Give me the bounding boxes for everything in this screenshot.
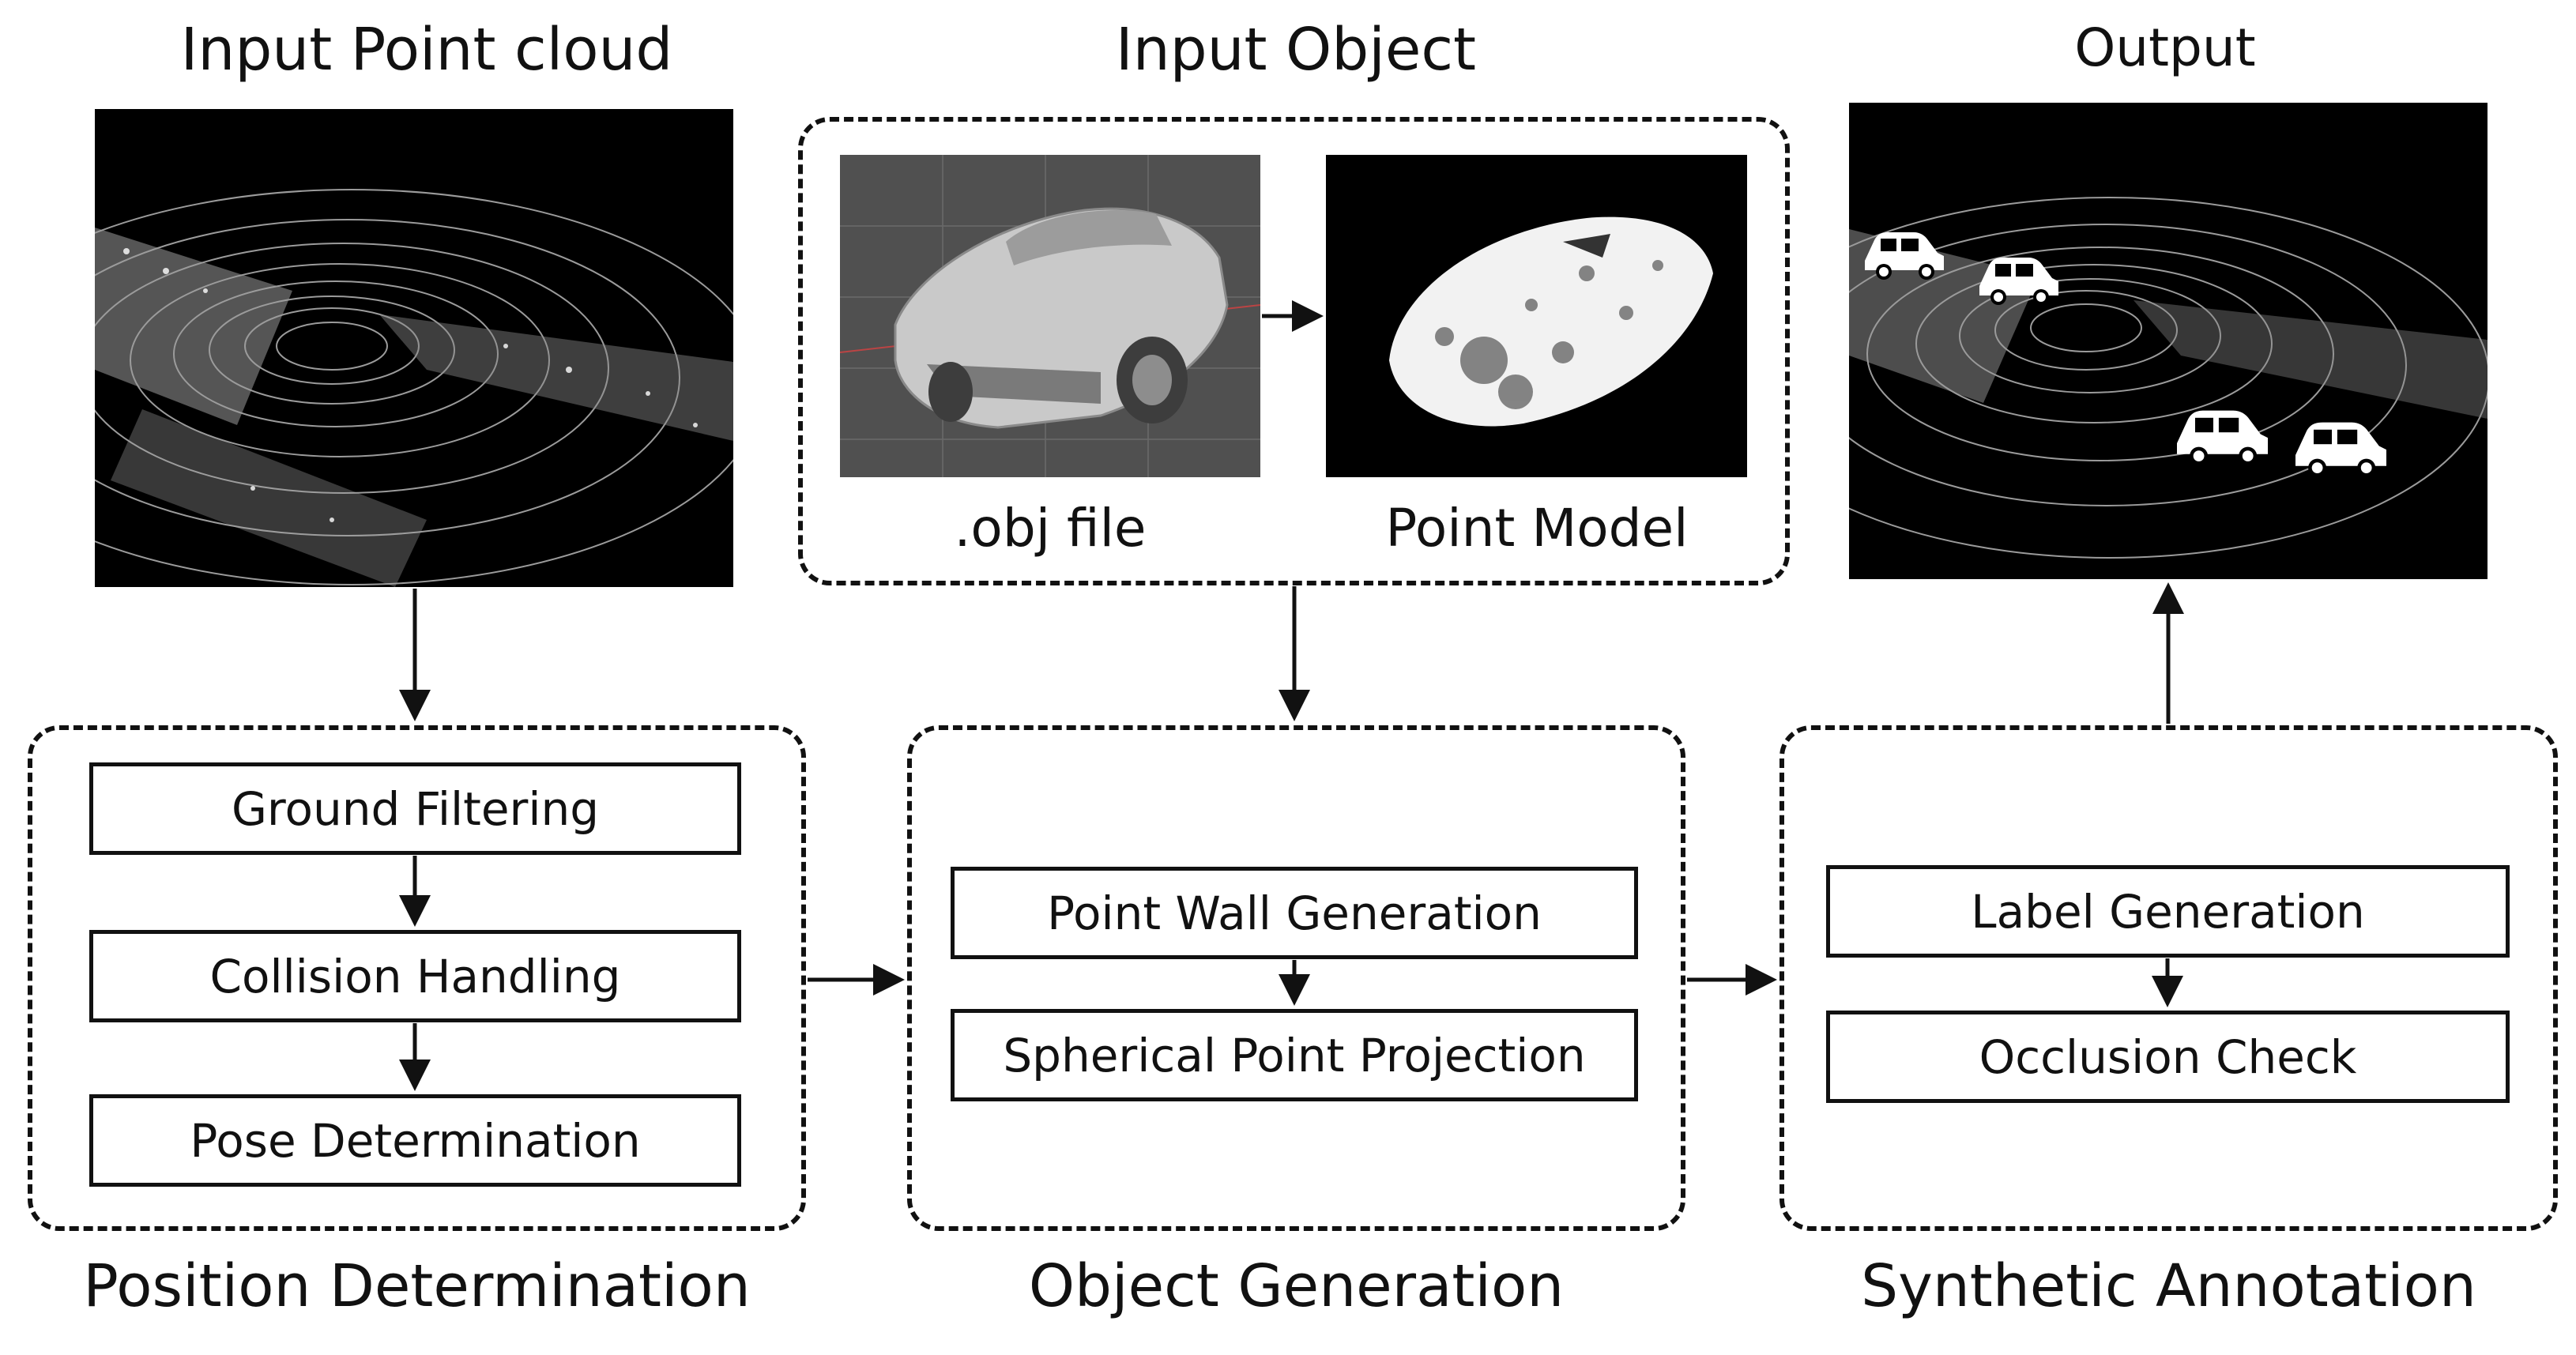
lidar-point-cloud-graphic	[95, 189, 733, 587]
input-object-group	[798, 117, 1790, 585]
spherical-point-projection-step: Spherical Point Projection	[951, 1009, 1638, 1101]
object-generation-group	[907, 725, 1685, 1231]
object-generation-label: Object Generation	[1028, 1252, 1565, 1320]
car-icon	[1865, 232, 1944, 280]
obj-file-caption: .obj file	[954, 498, 1147, 559]
pose-determination-step: Pose Determination	[89, 1094, 741, 1187]
position-determination-group	[28, 725, 806, 1231]
collision-handling-step: Collision Handling	[89, 930, 741, 1022]
car-icon	[2295, 422, 2386, 477]
point-model-caption: Point Model	[1385, 498, 1689, 559]
car-point-model-graphic	[1389, 216, 1713, 427]
obj-file-render-image	[840, 155, 1260, 477]
input-point-cloud-title: Input Point cloud	[180, 16, 673, 84]
car-icon	[2177, 410, 2268, 465]
synthetic-annotation-group	[1779, 725, 2558, 1231]
ground-filtering-step: Ground Filtering	[89, 762, 741, 855]
car-icon-group	[1865, 232, 2386, 477]
car-3d-model-graphic	[840, 155, 1260, 477]
car-icon	[1979, 258, 2058, 305]
input-object-title: Input Object	[1115, 16, 1477, 84]
point-wall-generation-step: Point Wall Generation	[951, 867, 1638, 959]
input-point-cloud-image	[95, 109, 733, 587]
synthetic-annotation-label: Synthetic Annotation	[1861, 1252, 2476, 1320]
point-model-image	[1326, 155, 1747, 477]
output-point-cloud-graphic	[1849, 197, 2487, 559]
position-determination-label: Position Determination	[83, 1252, 751, 1320]
occlusion-check-step: Occlusion Check	[1826, 1011, 2510, 1103]
output-image	[1849, 103, 2487, 579]
output-title: Output	[2074, 17, 2256, 78]
label-generation-step: Label Generation	[1826, 865, 2510, 958]
